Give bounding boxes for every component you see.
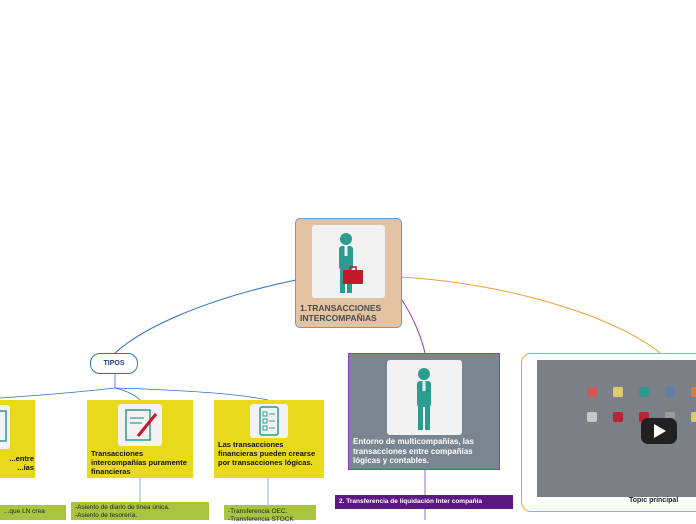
branch-box-3[interactable]: Las transacciones financieras pueden cre… bbox=[214, 400, 324, 478]
line-tipos-right bbox=[114, 387, 269, 401]
branch-box-1[interactable]: ...entre ...ías bbox=[0, 400, 35, 478]
entorno-node[interactable]: Entorno de multicompañías, las transacci… bbox=[348, 353, 500, 470]
edit-document-icon bbox=[118, 404, 162, 446]
branch-label-2: Transacciones intercompañías puramente f… bbox=[91, 449, 187, 476]
line-tipos-left bbox=[0, 387, 116, 399]
app-icons bbox=[587, 387, 696, 422]
businessman-briefcase-icon bbox=[312, 225, 385, 298]
businessman-icon bbox=[387, 360, 462, 435]
topic-principal-node[interactable]: Topic principal bbox=[521, 353, 696, 512]
topic-label: Topic principal bbox=[629, 497, 679, 504]
checklist-icon bbox=[250, 404, 288, 438]
central-title: 1.TRANSACCIONES INTERCOMPAÑIAS bbox=[300, 303, 382, 323]
note-box-2[interactable]: -Asiento de diario de línea única. -Asie… bbox=[71, 502, 209, 520]
line-central-tipos bbox=[114, 279, 297, 354]
central-topic[interactable]: 1.TRANSACCIONES INTERCOMPAÑIAS bbox=[295, 218, 402, 328]
branch-box-2[interactable]: Transacciones intercompañías puramente f… bbox=[87, 400, 193, 478]
video-thumbnail[interactable] bbox=[537, 360, 696, 497]
note-box-3[interactable]: -Transferencia OEC. -Transferencia STOCK bbox=[224, 505, 316, 523]
line-central-entorno bbox=[401, 299, 426, 354]
tipos-node[interactable]: TIPOS bbox=[90, 353, 138, 374]
document-icon bbox=[0, 405, 10, 449]
transfer-node[interactable]: 2. Transferencia de liquidación Inter co… bbox=[335, 495, 513, 509]
line-central-topic bbox=[401, 276, 661, 354]
branch-label-1: ...entre ...ías bbox=[9, 454, 34, 472]
note-box-1[interactable]: ...que LN crea bbox=[0, 505, 66, 520]
entorno-text: Entorno de multicompañías, las transacci… bbox=[353, 437, 474, 465]
branch-label-3: Las transacciones financieras pueden cre… bbox=[218, 440, 316, 467]
play-icon bbox=[654, 424, 666, 438]
line-tipos-mid bbox=[114, 387, 141, 401]
